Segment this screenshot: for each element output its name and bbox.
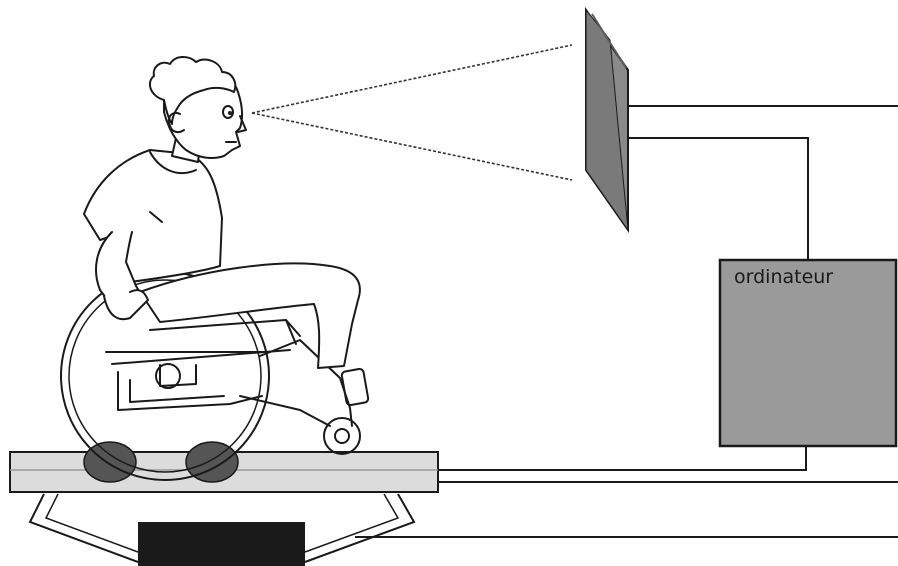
computer-box: ordinateur — [718, 258, 898, 448]
wheel-contact-left — [83, 441, 137, 483]
computer-to-platform-cable — [438, 446, 807, 471]
pupil — [228, 111, 232, 115]
hub — [155, 363, 181, 389]
hand — [103, 289, 149, 321]
rear-wheel-inner — [68, 279, 262, 473]
gaze-line-lower — [251, 112, 573, 181]
wheelchair-frame — [105, 299, 351, 427]
support-leg-left-inner — [44, 493, 139, 553]
leg-thigh — [139, 262, 361, 369]
support-leg-left — [28, 493, 139, 563]
shirt-collar — [149, 151, 197, 175]
eye — [222, 105, 234, 119]
gaze-lines — [251, 44, 573, 181]
ear — [167, 112, 185, 134]
cable-lines — [355, 105, 898, 538]
computer-rect — [718, 258, 898, 448]
screen-edge — [591, 13, 627, 69]
support-leg-right-inner — [304, 493, 400, 553]
screen-to-computer-cable — [628, 137, 809, 260]
force-platform-icon — [9, 441, 439, 493]
support-leg-right — [304, 493, 416, 563]
person-in-wheelchair-icon — [60, 56, 370, 481]
caster-wheel — [323, 407, 361, 455]
footrest — [340, 367, 370, 407]
display-screen-icon — [585, 6, 629, 234]
computer-label: ordinateur — [734, 266, 833, 288]
shirt-fold — [149, 211, 163, 223]
sensor-rect — [138, 522, 305, 566]
nose — [237, 115, 247, 133]
wheel-contact-right — [185, 441, 239, 483]
sensor-block-icon — [28, 493, 416, 566]
gaze-line-upper — [251, 44, 573, 114]
